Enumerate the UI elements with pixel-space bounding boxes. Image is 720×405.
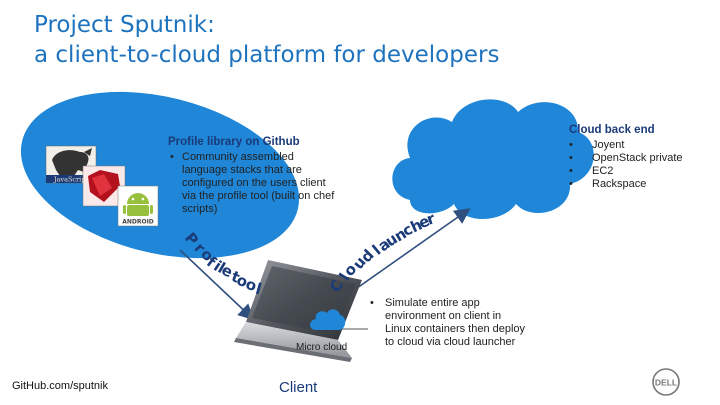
micro-cloud-label: Micro cloud (296, 342, 348, 353)
android-logo-text: ANDROID (122, 219, 154, 226)
cloud-backend-item: OpenStack private (569, 152, 719, 165)
client-simulation-text: Simulate entire app environment on clien… (368, 297, 526, 349)
github-url-text: GitHub.com/sputnik (12, 380, 108, 392)
cloud-backend-heading: Cloud back end (569, 124, 655, 136)
profile-library-heading: Profile library on Github (168, 136, 300, 148)
cloud-backend-item: EC2 (569, 165, 719, 178)
javascript-logo: JavaScript (45, 145, 97, 184)
cloud-backend-shape (392, 99, 594, 219)
profile-library-bubble (20, 91, 300, 259)
client-label: Client (279, 379, 318, 396)
cloud-backend-item: Joyent (569, 139, 719, 152)
title-line-2: a client-to-cloud platform for developer… (34, 42, 500, 68)
cloud-backend-text: Cloud back end Joyent OpenStack private … (569, 124, 719, 191)
profile-library-bullet: Community assembled language stacks that… (168, 151, 338, 216)
dell-logo: DELL (652, 368, 680, 396)
javascript-logo-text: JavaScript (53, 176, 88, 184)
dell-logo-text: DELL (655, 378, 677, 388)
client-simulation-bullet: Simulate entire app environment on clien… (368, 297, 526, 349)
title-line-1: Project Sputnik: (34, 12, 215, 38)
cloud-launcher-arrow (339, 208, 471, 301)
profile-tool-arrow (179, 249, 255, 321)
page-title: Project Sputnik: a client-to-cloud platf… (34, 10, 499, 70)
profile-library-text: Profile library on Github Community asse… (168, 136, 338, 216)
micro-cloud-icon (310, 309, 346, 330)
android-logo: ANDROID (117, 185, 159, 227)
cloud-backend-item: Rackspace (569, 178, 719, 191)
